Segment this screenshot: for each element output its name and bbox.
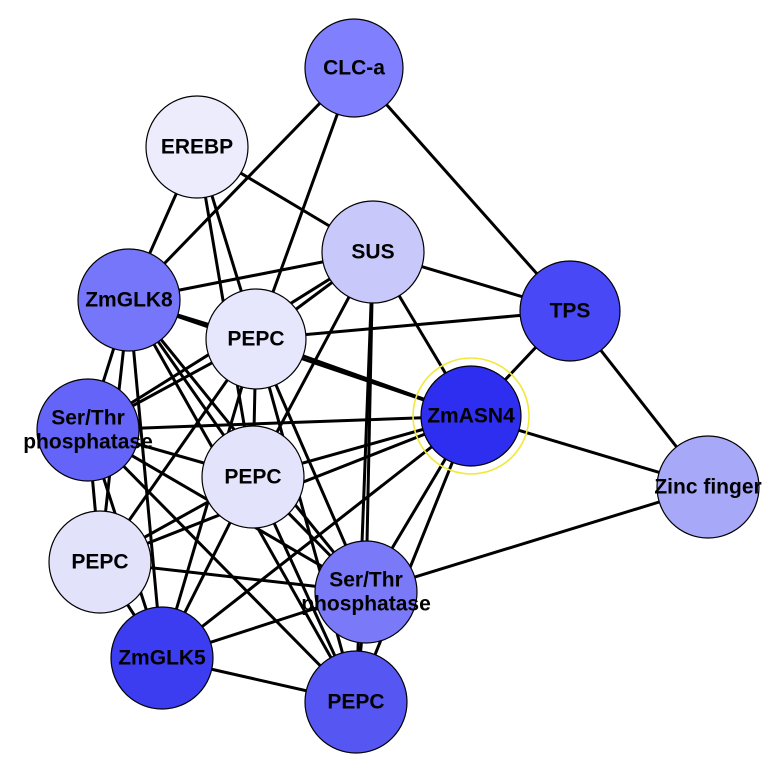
node-circle-pepc4	[304, 650, 408, 754]
node-circle-clca	[304, 18, 404, 118]
node-label-clca: CLC-a	[323, 57, 385, 80]
node-circle-ser1	[36, 378, 140, 482]
node-label-pepc1: PEPC	[227, 328, 284, 351]
node-circle-sus	[321, 200, 425, 304]
nodes-layer: CLC-aEREBPSUSTPSZmGLK8PEPCZmASN4Ser/Thrp…	[23, 18, 762, 754]
edge-clca-tps	[352, 67, 572, 312]
node-label-erebp: EREBP	[161, 136, 233, 159]
node-sus: SUS	[321, 200, 425, 304]
node-label-ser2-1: phosphatase	[301, 593, 431, 616]
node-pepc2: PEPC	[201, 425, 305, 529]
node-glk8: ZmGLK8	[77, 248, 181, 352]
edge-asn4-ser1	[87, 414, 472, 432]
node-label-ser1-1: phosphatase	[23, 431, 153, 454]
node-erebp: EREBP	[145, 95, 249, 199]
node-circle-pepc2	[201, 425, 305, 529]
node-circle-erebp	[145, 95, 249, 199]
node-label-zinc: Zinc finger	[654, 476, 761, 499]
edge-clca-glk8	[127, 66, 356, 302]
node-pepc3: PEPC	[48, 510, 152, 614]
node-label-glk8: ZmGLK8	[85, 289, 173, 312]
highlight-ring	[412, 357, 530, 475]
node-circle-ser2	[314, 540, 418, 644]
node-pepc4: PEPC	[304, 650, 408, 754]
node-asn4: ZmASN4	[412, 357, 530, 475]
node-circle-glk8	[77, 248, 181, 352]
node-circle-tps	[519, 260, 621, 362]
edge-ser1-pepc4	[86, 428, 358, 704]
edge-pepc1-pepc4	[254, 338, 358, 703]
node-circle-pepc3	[48, 510, 152, 614]
node-label-pepc3: PEPC	[71, 551, 128, 574]
edge-asn4-glk5	[161, 414, 472, 660]
node-label-asn4: ZmASN4	[427, 405, 515, 428]
node-pepc1: PEPC	[205, 288, 307, 390]
node-circle-zinc	[656, 435, 760, 539]
node-label-sus: SUS	[351, 241, 394, 264]
edge-zinc-ser2	[365, 485, 709, 594]
node-label-tps: TPS	[550, 300, 591, 323]
node-label-glk5: ZmGLK5	[118, 647, 206, 670]
node-label-pepc4: PEPC	[327, 691, 384, 714]
node-label-ser1-0: Ser/Thr	[51, 407, 125, 430]
node-label-ser2-0: Ser/Thr	[329, 569, 403, 592]
node-clca: CLC-a	[304, 18, 404, 118]
node-circle-pepc1	[205, 288, 307, 390]
node-circle-asn4	[420, 365, 522, 467]
node-zinc: Zinc finger	[654, 435, 762, 539]
node-circle-glk5	[110, 606, 214, 710]
edge-tps-pepc1	[255, 309, 571, 341]
edge-glk8-glk5	[127, 299, 164, 659]
node-tps: TPS	[519, 260, 621, 362]
node-glk5: ZmGLK5	[110, 606, 214, 710]
node-label-pepc2: PEPC	[224, 466, 281, 489]
